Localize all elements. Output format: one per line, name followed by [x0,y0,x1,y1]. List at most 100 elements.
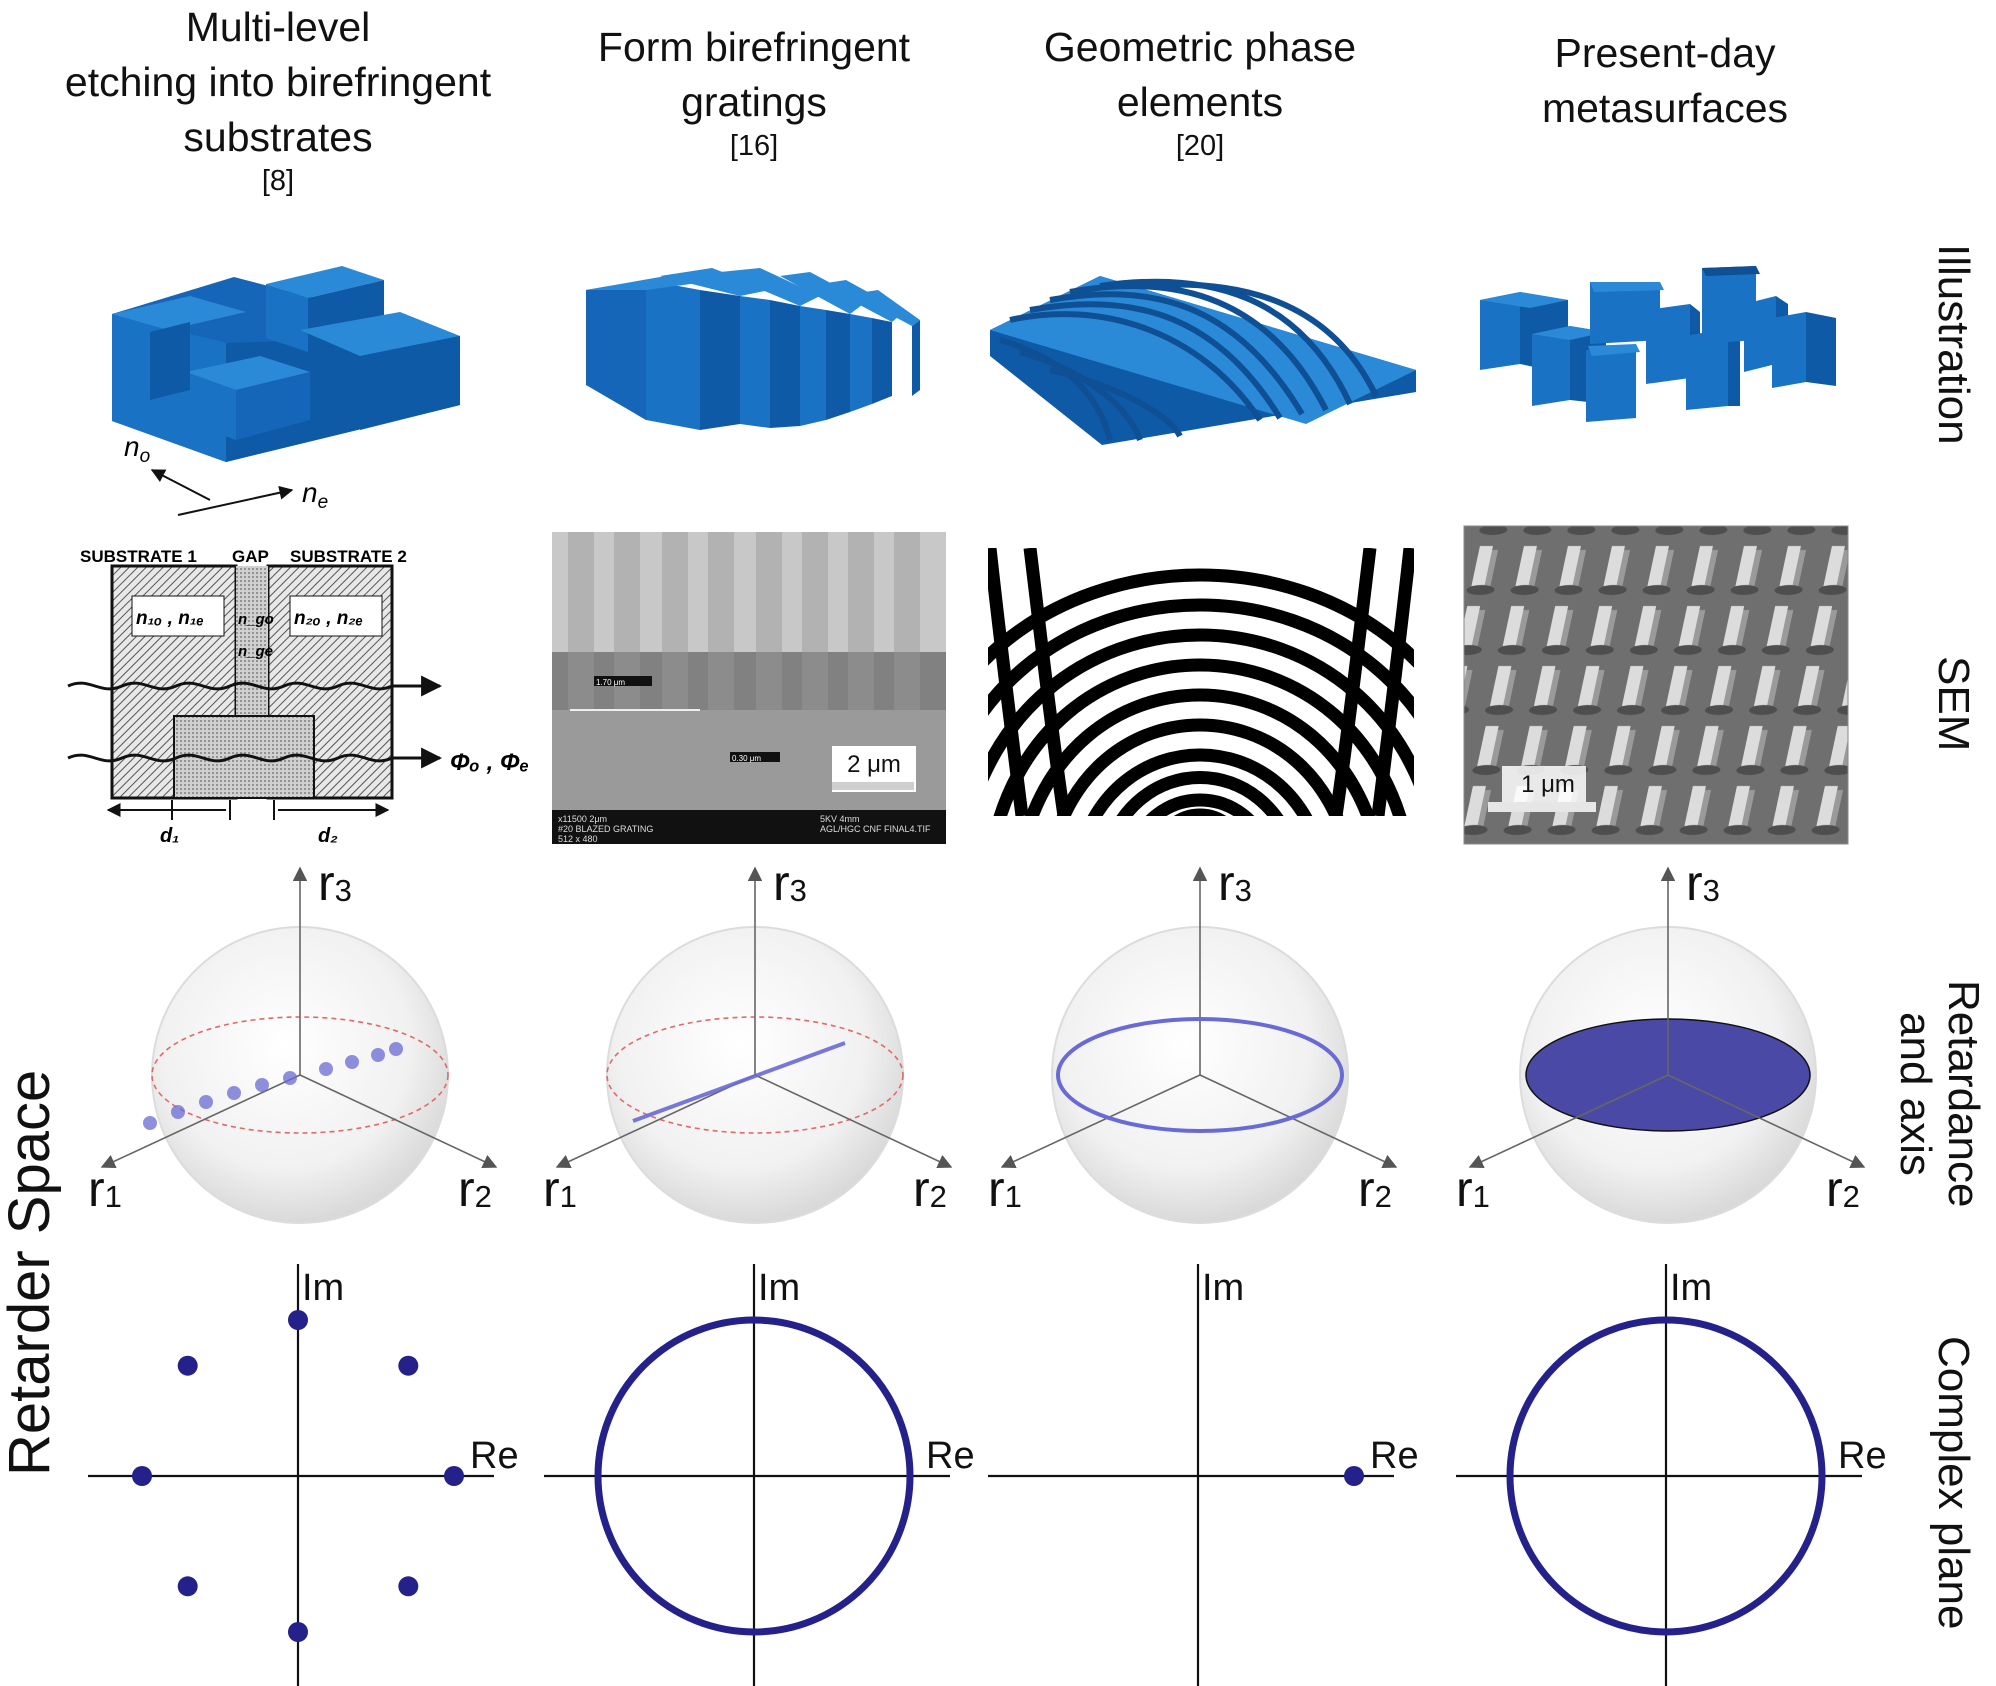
axis-r2 [1667,1074,1866,1169]
label-r2: r2 [913,1161,947,1217]
complex-point [1344,1466,1364,1486]
label-ngo: n_go [238,611,274,628]
label-r2: r2 [1358,1161,1392,1217]
label-r2: r2 [458,1161,492,1217]
label-re: Re [1838,1435,1887,1477]
complex-point [444,1466,464,1486]
retarder-point [283,1071,297,1085]
label-scale-1um: 1 μm [1521,771,1575,798]
column-title-1-line-1: Multi-level [185,4,371,50]
label-r1: r1 [988,1161,1022,1217]
complex-plane-1: Re Im [88,1264,519,1686]
label-info-right2: AGL/HGC CNF FINAL4.TIF [820,824,931,834]
complex-point [177,1576,198,1597]
column-title-1-line-2: etching into birefringent [64,59,492,105]
axis-no-ne: no ne [124,431,328,516]
complex-plane-4: Re Im [1456,1264,1887,1686]
column-ref-2: [16] [729,130,779,162]
column-title-3: Geometric phase elements [20] [940,20,1460,162]
sem-metasurface: 1 μm [1463,525,1849,845]
label-meas2: 0.30 μm [732,754,761,763]
row-label-sem: SEM [1929,656,1978,752]
axis-r1 [1000,1074,1201,1169]
retarder-point [227,1086,241,1100]
illustration-multilevel [112,266,460,462]
retarder-point [255,1078,269,1092]
label-substrate2: SUBSTRATE 2 [290,547,407,566]
label-r3: r3 [1686,855,1720,911]
label-r2: r2 [1826,1161,1860,1217]
axis-r1 [1468,1074,1669,1169]
complex-point [132,1466,152,1486]
label-n1: n₁ₒ , n₁ₑ [136,608,204,629]
label-im: Im [1202,1267,1244,1309]
label-n2: n₂ₒ , n₂ₑ [294,608,363,629]
label-r1: r1 [543,1161,577,1217]
label-d2: d₂ [318,825,338,847]
column-ref-3: [20] [1175,130,1225,162]
label-r1: r1 [88,1161,122,1217]
retarder-point [319,1062,333,1076]
column-title-3-line-2: elements [1116,79,1284,125]
row-label-complex: Complex plane [1929,1336,1978,1630]
retarder-sphere-1: r3 r1 r2 [88,855,498,1224]
complex-point [177,1355,198,1376]
unit-circle [594,1316,914,1636]
retarder-sphere-4: r3 r1 r2 [1456,855,1866,1224]
complex-point [288,1310,308,1330]
column-title-4-line-1: Present-day [1554,30,1776,76]
label-substrate1: SUBSTRATE 1 [80,547,197,566]
column-title-1: Multi-level etching into birefringent su… [18,0,538,197]
row-label-illustration: Illustration [1929,244,1978,445]
retarder-sphere-2: r3 r1 r2 [543,855,953,1224]
column-title-4: Present-day metasurfaces [1405,26,1925,136]
label-r1: r1 [1456,1161,1490,1217]
label-phi: Φₒ , Φₑ [450,749,529,776]
complex-plane-2: Re Im [544,1264,975,1686]
axis-r2 [299,1074,498,1169]
sem-schematic: SUBSTRATE 1 GAP SUBSTRATE 2 n₁ₒ , n₁ₑ n₂… [67,547,529,847]
column-title-2-line-2: gratings [681,79,827,125]
label-r3: r3 [773,855,807,911]
complex-plane-3: Re Im [988,1264,1419,1686]
label-info-right: 5KV 4mm [820,814,860,824]
illustration-geometric-phase [990,276,1416,445]
axis-r2 [1199,1074,1398,1169]
retarder-ring [1056,1017,1344,1133]
label-info-left: x11500 2μm [558,814,607,824]
column-title-1-line-3: substrates [183,114,373,160]
label-d1: d₁ [160,825,179,847]
retarder-point [171,1105,185,1119]
illustration-metasurface [1480,266,1836,422]
label-r3: r3 [318,855,352,911]
label-info-mid2: 512 x 480 [558,834,598,844]
complex-point [398,1576,419,1597]
complex-point [398,1355,419,1376]
label-im: Im [302,1267,344,1309]
retarder-point [143,1116,157,1130]
label-re: Re [470,1435,519,1477]
retarder-point [345,1055,359,1069]
label-scale-2um: 2 μm [847,751,901,778]
label-re: Re [926,1435,975,1477]
label-gap: GAP [232,547,269,566]
label-re: Re [1370,1435,1419,1477]
retarder-point [371,1048,385,1062]
column-title-4-line-2: metasurfaces [1541,85,1789,131]
sem-geometric-phase [988,548,1414,816]
column-ref-1: [8] [261,165,295,197]
retarder-sphere-3: r3 r1 r2 [988,855,1398,1224]
row-label-retardance: Retardance [1939,980,1988,1208]
column-title-3-line-1: Geometric phase [1043,24,1357,70]
label-nge: n_ge [238,643,273,660]
label-r3: r3 [1218,855,1252,911]
column-title-2: Form birefringent gratings [16] [494,20,1014,162]
retarder-line [632,1041,846,1123]
label-im: Im [1670,1267,1712,1309]
label-im: Im [758,1267,800,1309]
column-title-2-line-1: Form birefringent [597,24,911,70]
unit-circle [1506,1316,1826,1636]
label-meas1: 1.70 μm [596,678,625,687]
sem-grating: 1.70 μm 0.30 μm 2 μm x11500 2μm #20 BLAZ… [552,532,946,844]
